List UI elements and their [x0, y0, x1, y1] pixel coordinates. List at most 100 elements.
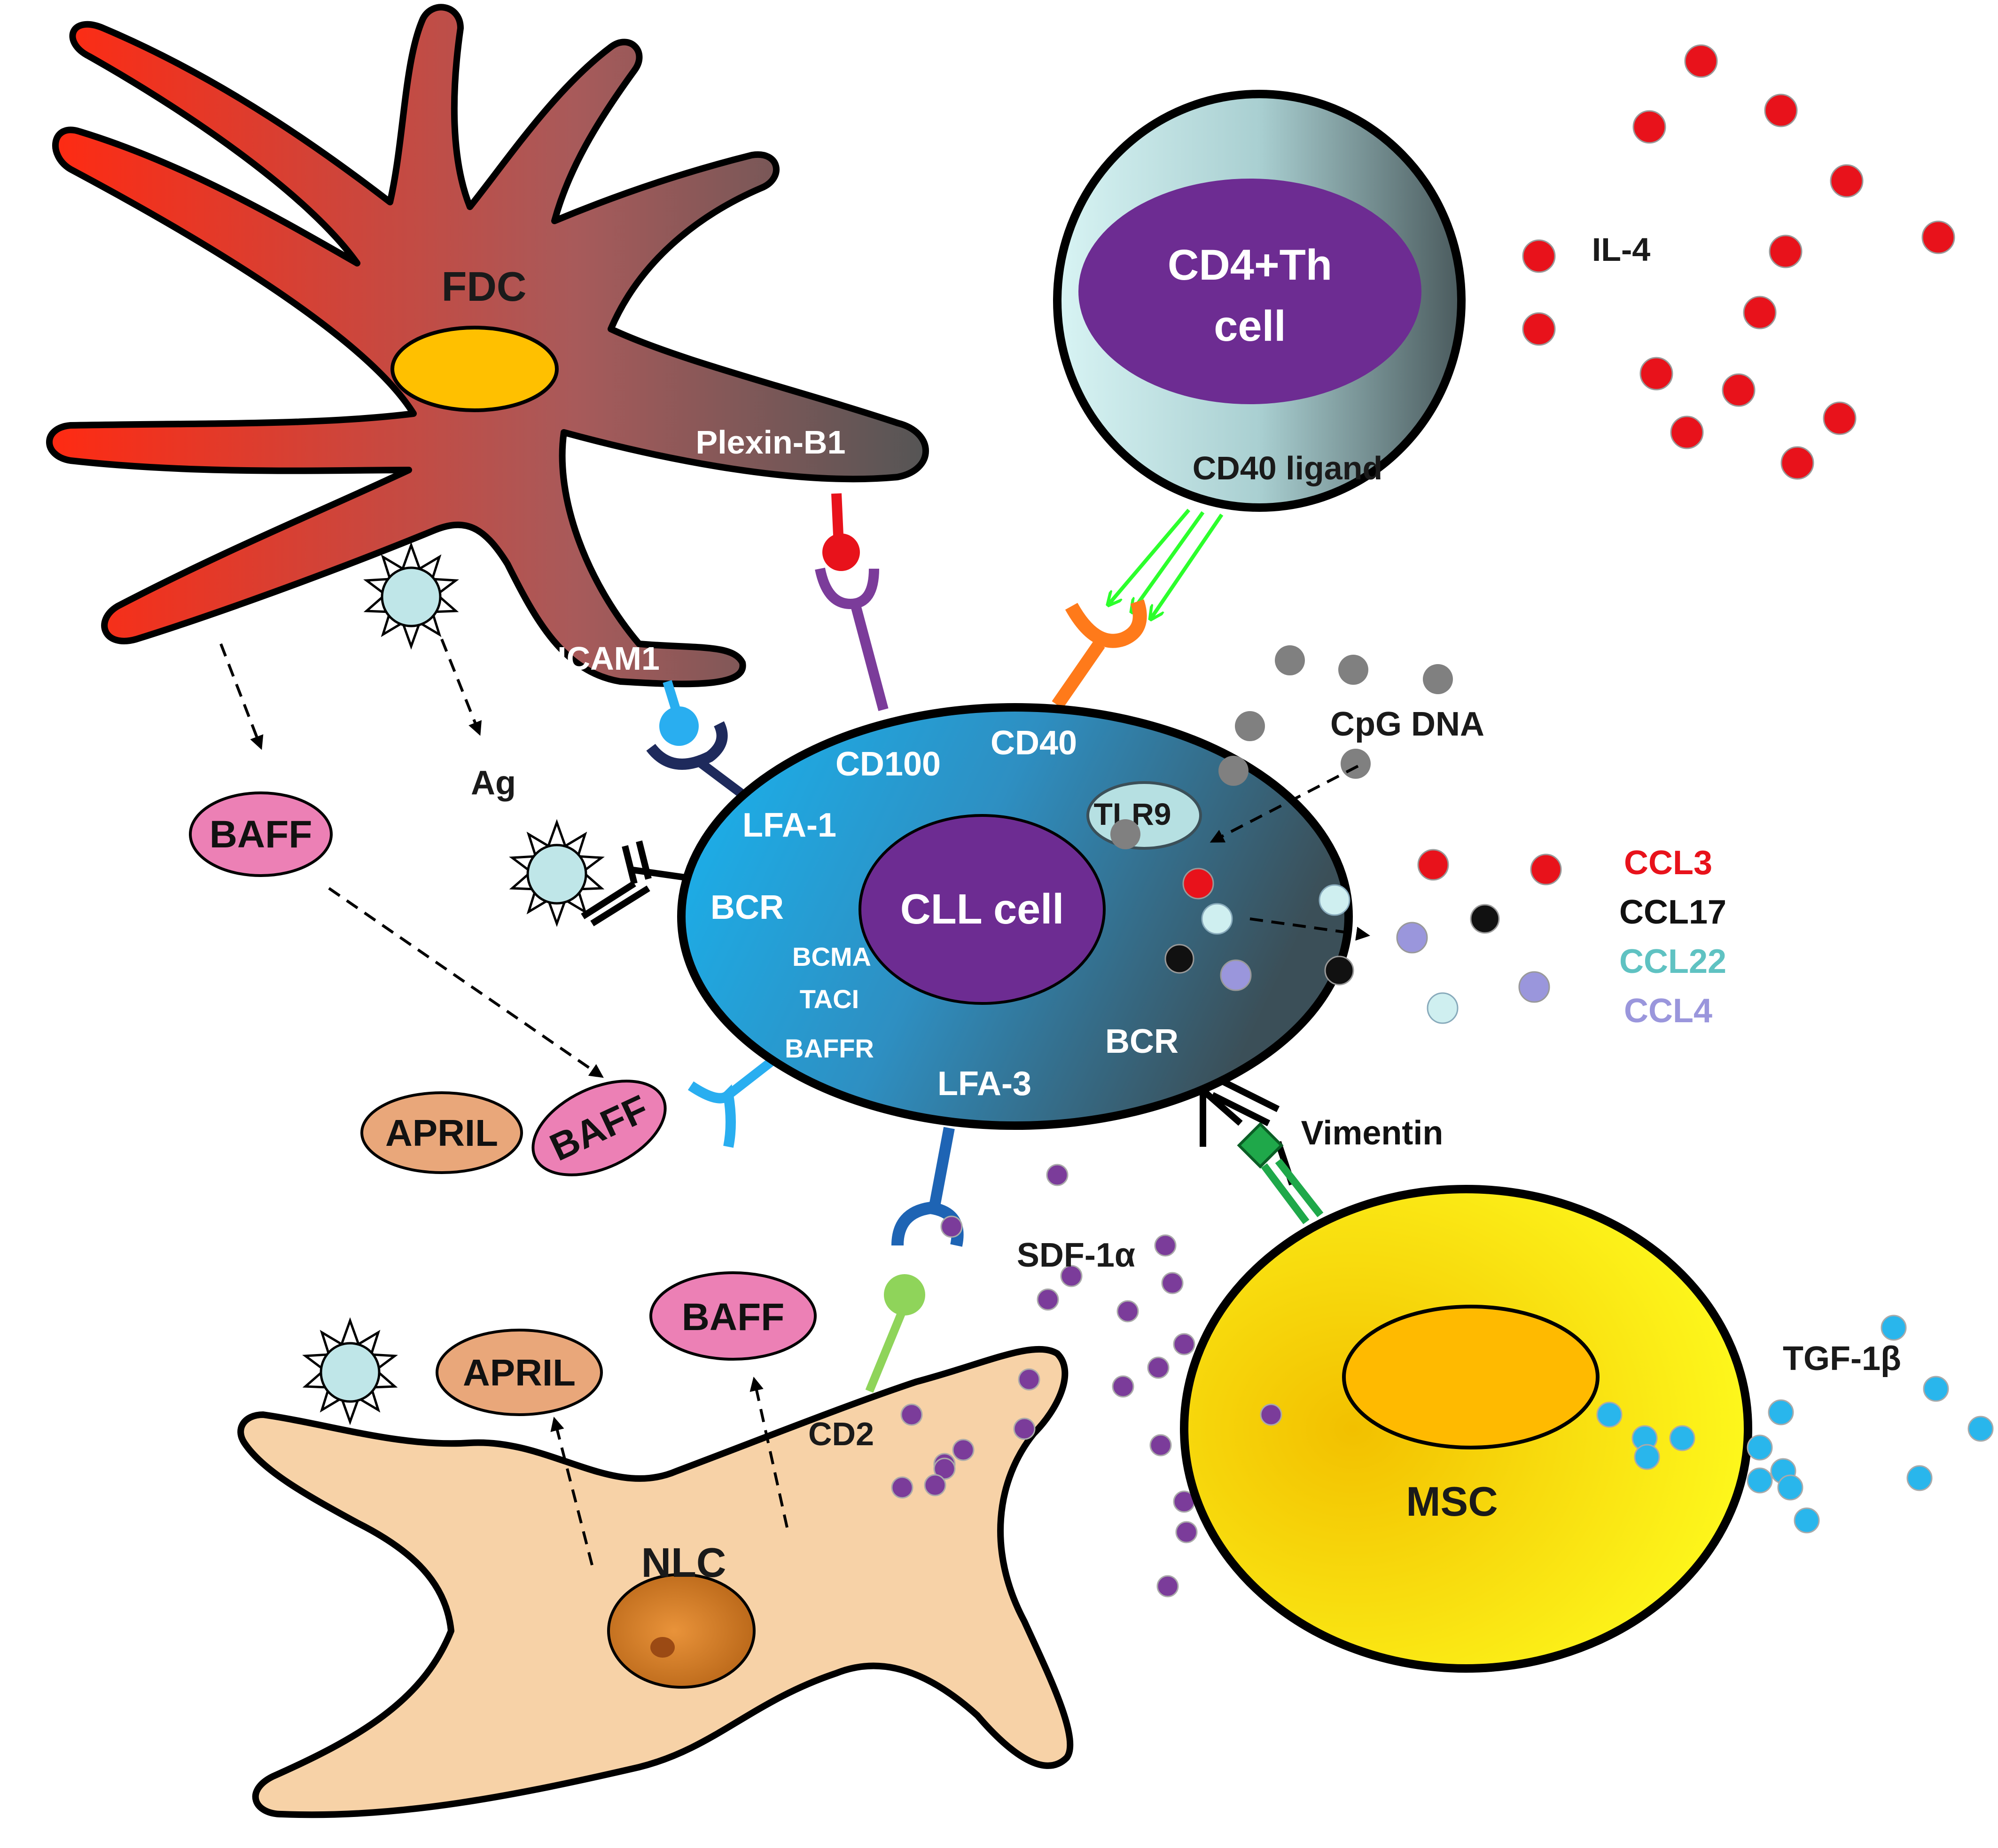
- icam-label: ICAM1: [557, 640, 660, 677]
- il4-dot: [1823, 401, 1857, 435]
- sdf-cloud: SDF-1α: [891, 1164, 1322, 1597]
- lfa3-cd2-pair: [865, 1127, 964, 1393]
- ccl3-dot: [1417, 849, 1449, 881]
- msc-nucleus: [1342, 1305, 1600, 1449]
- tgf-dot: [1596, 1402, 1623, 1428]
- tgf-dot: [1669, 1425, 1695, 1451]
- sdf-dot: [1154, 1234, 1177, 1257]
- msc-label: MSC: [1406, 1478, 1498, 1525]
- sdf-dot: [1156, 1575, 1179, 1597]
- antigen-star-icon: [509, 819, 605, 927]
- sdf-dot: [1173, 1333, 1195, 1355]
- il4-dot: [1632, 110, 1666, 144]
- tgf-dot: [1794, 1507, 1820, 1534]
- tgf-dot: [1881, 1315, 1907, 1341]
- msc-cell: MSC Vimentin: [1180, 1114, 1752, 1673]
- il4-dot: [1780, 446, 1814, 480]
- ccl4-dot: [1518, 971, 1550, 1003]
- il4-dot: [1830, 164, 1864, 198]
- tgf-dot: [1967, 1416, 1994, 1442]
- baffr-receptor: [687, 1058, 774, 1148]
- sdf-dot: [1112, 1375, 1134, 1398]
- legend-ccl4: CCL4: [1624, 992, 1712, 1030]
- cpg-dot: [1423, 664, 1453, 694]
- cpg-dot: [1235, 711, 1265, 741]
- cd100-label: CD100: [835, 745, 941, 783]
- il4-cloud: IL-4: [1592, 44, 1955, 480]
- cpg-label: CpG DNA: [1330, 705, 1484, 743]
- baff-mid: BAFF: [531, 1080, 667, 1176]
- tgf-dot: [1768, 1399, 1794, 1425]
- cll-cell: CLL cell TLR9 CD100 CD40 LFA-1 BCR BCMA …: [677, 703, 1353, 1130]
- th-nucleus: [1078, 179, 1421, 404]
- sdf-dot: [1116, 1300, 1139, 1323]
- april-mid: APRIL: [360, 1091, 523, 1174]
- chemokine-legend: CCL3 CCL17 CCL22 CCL4: [1619, 844, 1726, 1030]
- cpg-dot: [1341, 749, 1371, 779]
- cpg-dot: [1338, 655, 1368, 685]
- icam-lfa1-pair: [646, 680, 745, 798]
- sdf-dot: [891, 1476, 913, 1499]
- sdf-dot: [1161, 1272, 1184, 1294]
- baff-nlc: BAFF: [649, 1271, 817, 1361]
- il4-dot: [1522, 239, 1556, 273]
- th-label-line1: CD4+Th: [1168, 241, 1332, 289]
- il4-label: IL-4: [1592, 231, 1651, 268]
- il4-dot: [1769, 235, 1803, 268]
- tgf-dot: [1634, 1444, 1660, 1470]
- tgf-dot: [1747, 1434, 1773, 1461]
- il4-dot: [1921, 220, 1955, 254]
- april-nlc: APRIL: [436, 1329, 603, 1416]
- nlc-cell: NLC CD2: [237, 1346, 1074, 1818]
- cpg-cloud: CpG DNA: [1210, 645, 1484, 843]
- cpg-dot: [1110, 819, 1140, 849]
- ccl17-dot: [1470, 904, 1500, 934]
- cd40l-signal-arrows: [1109, 509, 1224, 618]
- cd40-label: CD40: [991, 724, 1077, 762]
- sdf-dot: [1013, 1417, 1036, 1440]
- fdc-label: FDC: [442, 263, 527, 310]
- th-cell: CD4+Th cell CD40 ligand: [1053, 90, 1556, 512]
- ccl4-dot: [1220, 959, 1252, 991]
- sdf-dot: [952, 1439, 975, 1461]
- ccl22-dot: [1427, 992, 1459, 1024]
- legend-ccl3: CCL3: [1624, 844, 1712, 882]
- sdf-dot: [1037, 1288, 1059, 1311]
- il4-dot: [1684, 44, 1718, 78]
- antigen-star-icon: [363, 541, 459, 650]
- lfa1-label: LFA-1: [742, 807, 836, 844]
- legend-ccl22: CCL22: [1619, 943, 1726, 980]
- il4-dot: [1764, 94, 1798, 127]
- cd40-ligand-label: CD40 ligand: [1193, 450, 1383, 486]
- sdf-dot: [1149, 1434, 1172, 1456]
- ccl17-dot: [1324, 955, 1354, 986]
- sdf-dot: [1046, 1164, 1069, 1186]
- bcr-left-label: BCR: [710, 889, 784, 926]
- il4-dot: [1522, 312, 1556, 346]
- cpg-dot: [1275, 645, 1305, 675]
- ccl22-dot: [1319, 884, 1350, 916]
- tgf-dot: [1906, 1465, 1933, 1491]
- il4-dot: [1639, 357, 1673, 391]
- ccl22-dot: [1201, 903, 1233, 935]
- bcr-left-antibody: [581, 840, 696, 926]
- sdf-dot: [924, 1474, 946, 1496]
- cd40-receptor: [1052, 599, 1147, 709]
- baffr-label: BAFFR: [785, 1034, 874, 1063]
- sdf-dot: [1175, 1521, 1198, 1543]
- tgf-cloud: TGF-1β: [1596, 1315, 1994, 1534]
- sdf-dot: [940, 1215, 963, 1238]
- sdf-dot: [900, 1403, 923, 1426]
- plexin-label: Plexin-B1: [696, 424, 846, 461]
- antigen-star-icon: [302, 1317, 398, 1425]
- ccl4-dot: [1396, 922, 1428, 954]
- bcr-right-label: BCR: [1105, 1023, 1179, 1060]
- ccl3-dot: [1182, 868, 1214, 900]
- bcma-label: BCMA: [792, 942, 871, 971]
- nlc-label: NLC: [641, 1539, 726, 1586]
- april-nlc-label: APRIL: [463, 1352, 576, 1394]
- vimentin-label: Vimentin: [1301, 1114, 1444, 1152]
- il4-dot: [1743, 296, 1777, 329]
- cd2-label: CD2: [808, 1416, 874, 1452]
